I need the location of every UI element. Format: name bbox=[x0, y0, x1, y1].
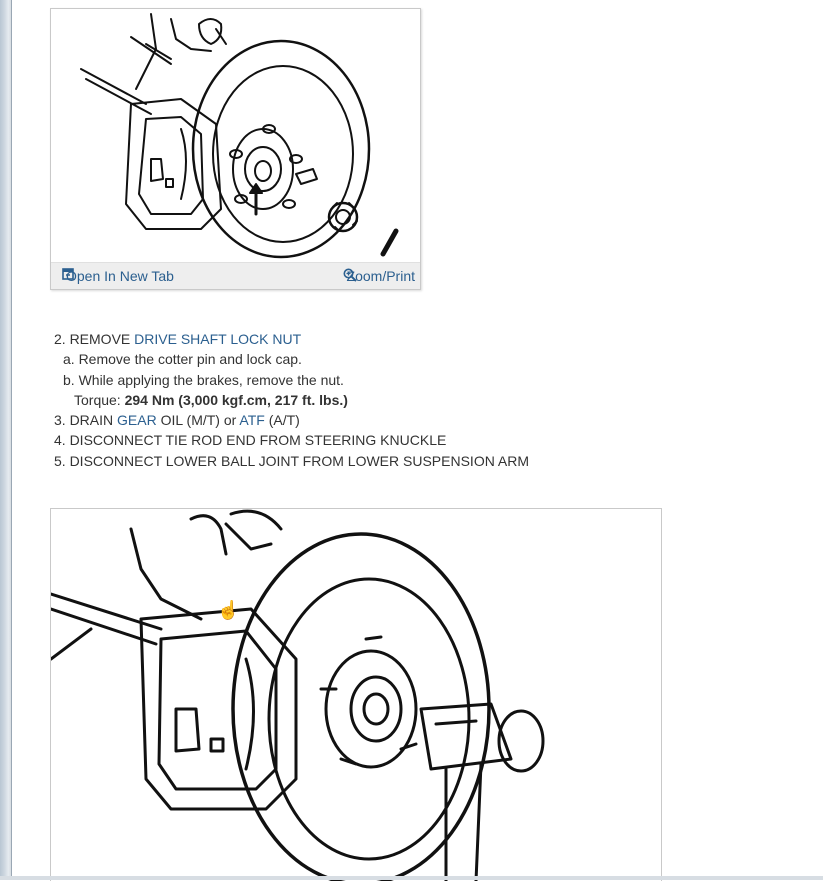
zoom-print-label: Zoom/Print bbox=[346, 268, 415, 284]
torque-spec: Torque: 294 Nm (3,000 kgf.cm, 217 ft. lb… bbox=[54, 390, 529, 410]
step-2b: b. While applying the brakes, remove the… bbox=[63, 371, 344, 388]
drive-shaft-lock-nut-link[interactable]: DRIVE SHAFT LOCK NUT bbox=[134, 331, 302, 347]
atf-link[interactable]: ATF bbox=[239, 412, 265, 429]
figure-1: Open In New Tab Zoom/Print bbox=[50, 8, 421, 290]
window-bottom-edge bbox=[0, 876, 823, 880]
torque-label: Torque: bbox=[74, 391, 125, 408]
figure-toolbar: Open In New Tab Zoom/Print bbox=[51, 262, 420, 289]
step-2: 2. REMOVE DRIVE SHAFT LOCK NUT bbox=[54, 329, 529, 349]
step-3-middle: OIL (M/T) or bbox=[156, 412, 240, 429]
step-3: 3. DRAIN GEAR OIL (M/T) or ATF (A/T) bbox=[54, 410, 529, 430]
window-edge bbox=[0, 0, 12, 880]
step-3-prefix: 3. DRAIN bbox=[54, 412, 118, 429]
mouse-cursor-icon: ☝ bbox=[217, 600, 240, 620]
torque-value: 294 Nm (3,000 kgf.cm, 217 ft. lbs.) bbox=[124, 391, 348, 408]
step-5: 5. DISCONNECT LOWER BALL JOINT FROM LOWE… bbox=[54, 452, 530, 469]
zoom-print-link[interactable]: Zoom/Print bbox=[343, 268, 415, 284]
brake-disc-hammer-illustration bbox=[51, 509, 545, 881]
open-in-new-tab-link[interactable]: Open In New Tab bbox=[62, 268, 174, 284]
gear-link[interactable]: GEAR bbox=[117, 412, 157, 429]
open-in-new-tab-label: Open In New Tab bbox=[66, 268, 174, 284]
step-3-suffix: (A/T) bbox=[264, 412, 300, 429]
step-2-prefix: 2. REMOVE bbox=[54, 331, 135, 347]
brake-disc-illustration bbox=[80, 13, 399, 259]
procedure-steps: 2. REMOVE DRIVE SHAFT LOCK NUT a. Remove… bbox=[54, 329, 529, 471]
step-2a: a. Remove the cotter pin and lock cap. bbox=[63, 351, 302, 368]
step-4: 4. DISCONNECT TIE ROD END FROM STEERING … bbox=[54, 432, 447, 449]
figure-2: ☝ bbox=[50, 508, 662, 881]
